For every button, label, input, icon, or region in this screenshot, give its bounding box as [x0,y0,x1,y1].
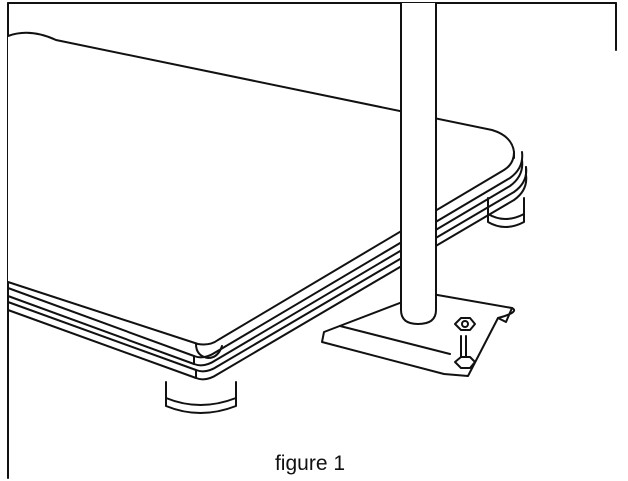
figure-caption: figure 1 [274,452,346,475]
platform-middle-layer [7,151,524,367]
weighing-platform [7,31,515,359]
front-foot [165,381,237,414]
rear-foot [487,197,525,228]
platform-base-layer [7,166,528,381]
bolt-icon [454,317,476,369]
column-pole [400,2,437,325]
base-plate [321,292,516,377]
